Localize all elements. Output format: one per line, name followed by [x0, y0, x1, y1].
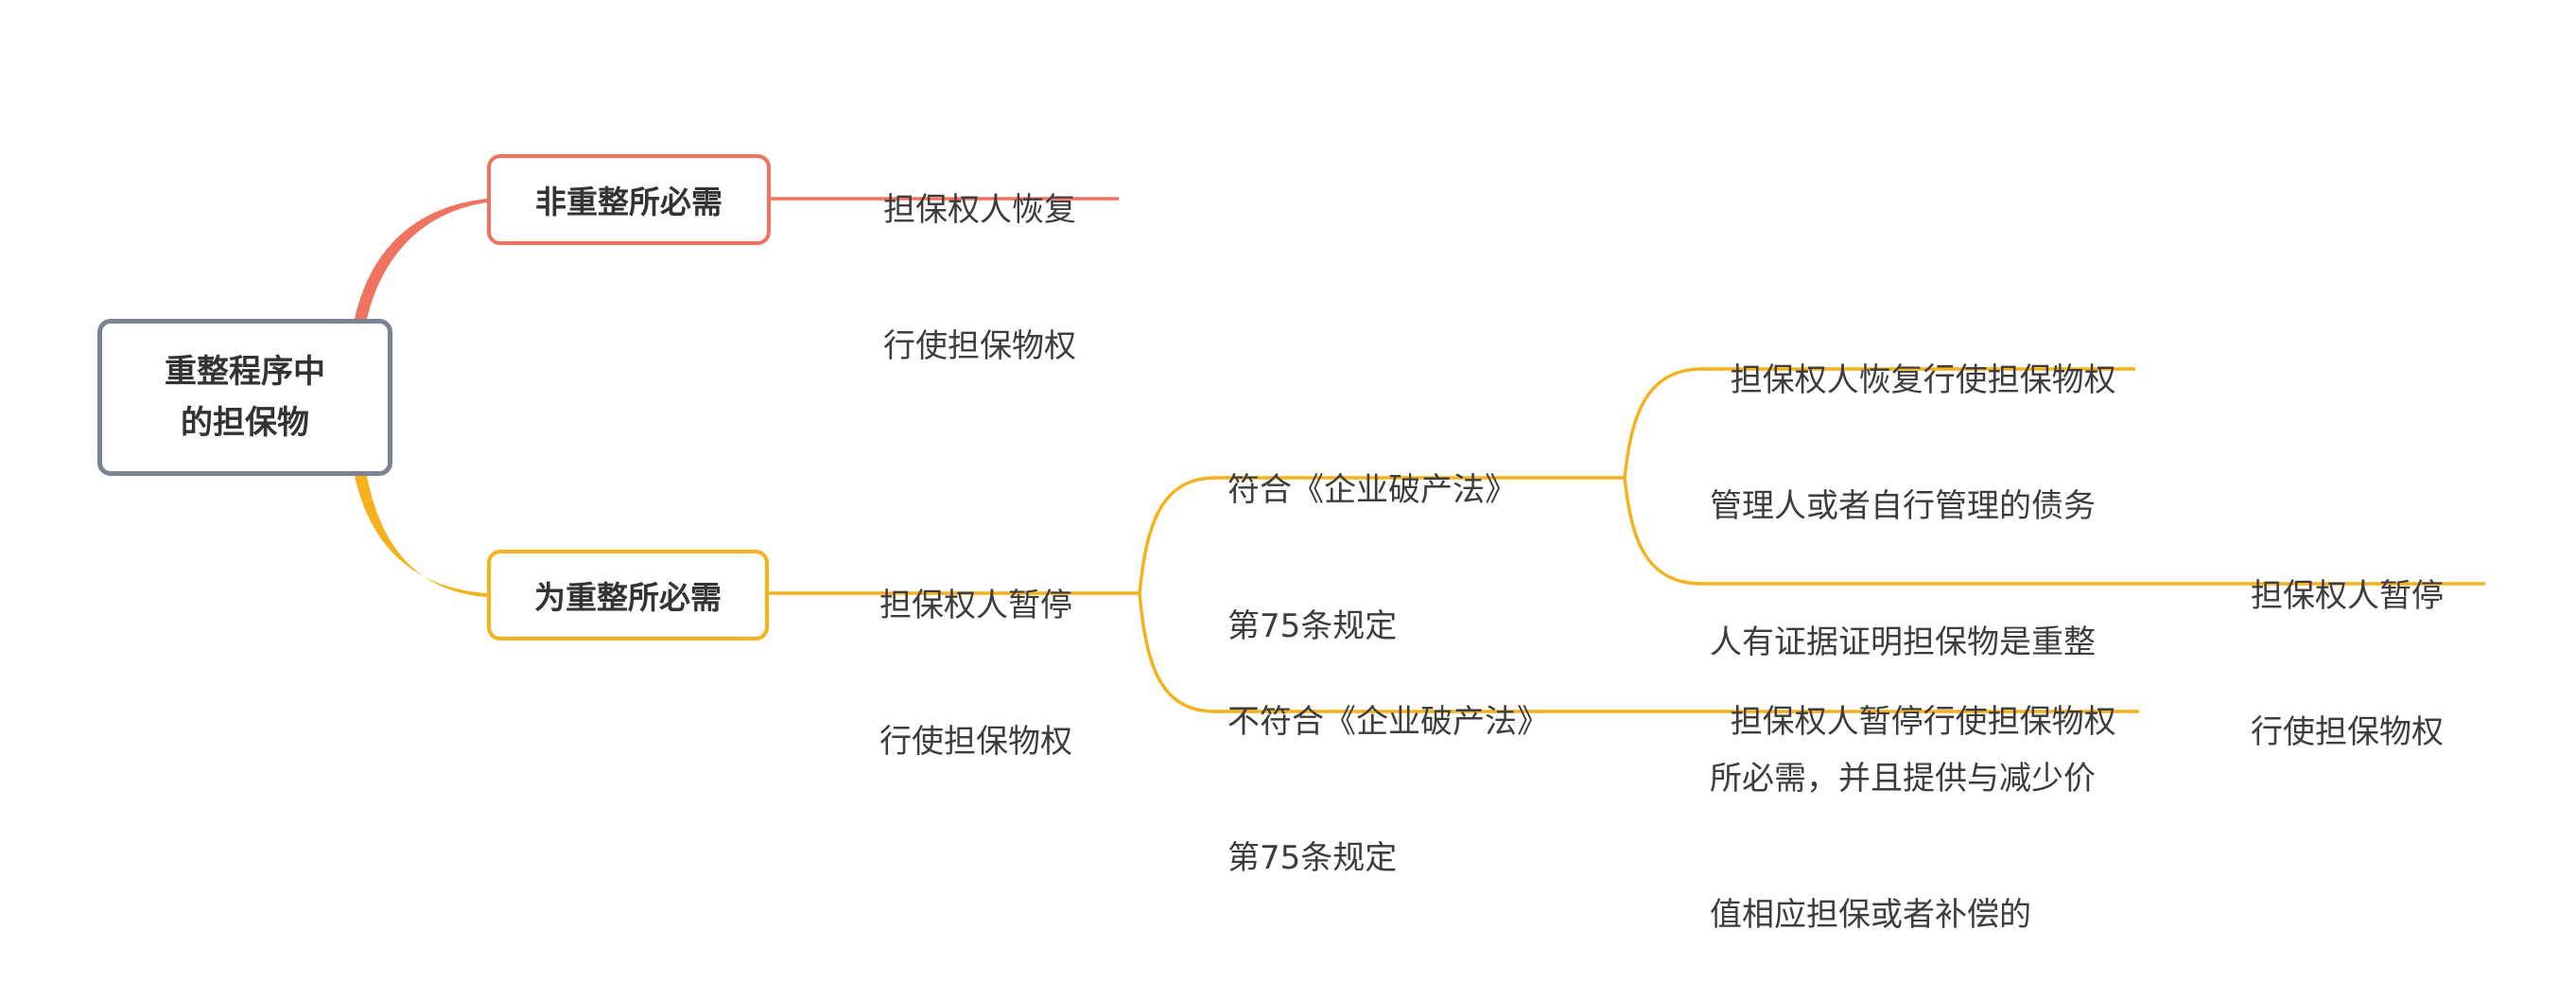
branch-node-essential[interactable]: 为重整所必需 [487, 550, 769, 641]
branch-label: 非重整所必需 [535, 184, 722, 220]
node-line-2: 行使担保物权 [879, 723, 1072, 761]
node-line-1: 符合《企业破产法》 [1227, 471, 1517, 509]
connector-child-conform [1138, 476, 1625, 594]
leaf-line-2: 行使担保物权 [883, 327, 1076, 365]
node-line-3: 所必需，并且提供与减少价 [1710, 760, 2096, 798]
node-line-1: 不符合《企业破产法》 [1227, 703, 1549, 741]
leaf-resume-rights-conform[interactable]: 担保权人恢复行使担保物权 [1710, 312, 2116, 403]
connector-conform-manager [1623, 477, 2485, 586]
mindmap-connectors [355, 197, 2485, 713]
leaf-suspend-rights-manager[interactable]: 担保权人暂停 行使担保物权 [2251, 483, 2444, 800]
connector-root-yellow [355, 476, 487, 597]
node-conform-art75[interactable]: 符合《企业破产法》 第75条规定 [1227, 377, 1517, 694]
node-line-1: 担保权人暂停 [879, 587, 1072, 624]
node-nonconform-art75[interactable]: 不符合《企业破产法》 第75条规定 [1227, 608, 1549, 926]
leaf-text: 担保权人恢复行使担保物权 [1730, 361, 2116, 399]
node-line-2: 人有证据证明担保物是重整 [1710, 623, 2096, 661]
leaf-line-1: 担保权人暂停 [2251, 577, 2444, 615]
node-line-4: 值相应担保或者补偿的 [1710, 896, 2031, 934]
leaf-suspend-rights-nonconform[interactable]: 担保权人暂停行使担保物权 [1710, 654, 2116, 745]
branch-label: 为重整所必需 [534, 579, 722, 616]
node-line-2: 第75条规定 [1227, 607, 1398, 645]
root-line-2: 的担保物 [181, 404, 309, 442]
leaf-line-1: 担保权人恢复 [883, 191, 1076, 229]
node-line-1: 管理人或者自行管理的债务 [1710, 487, 2096, 525]
root-line-1: 重整程序中 [165, 353, 325, 391]
connector-conform-resume [1623, 367, 2135, 479]
root-node[interactable]: 重整程序中 的担保物 [97, 319, 392, 476]
leaf-line-2: 行使担保物权 [2251, 713, 2444, 751]
connector-child-nonconform [1138, 592, 1428, 713]
branch-node-non-essential[interactable]: 非重整所必需 [487, 154, 771, 245]
node-line-2: 第75条规定 [1227, 839, 1398, 877]
leaf-text: 担保权人暂停行使担保物权 [1730, 703, 2116, 741]
connector-root-red [355, 199, 487, 319]
leaf-resume-rights[interactable]: 担保权人恢复 行使担保物权 [883, 97, 1076, 414]
node-suspend-rights[interactable]: 担保权人暂停 行使担保物权 [879, 492, 1072, 810]
